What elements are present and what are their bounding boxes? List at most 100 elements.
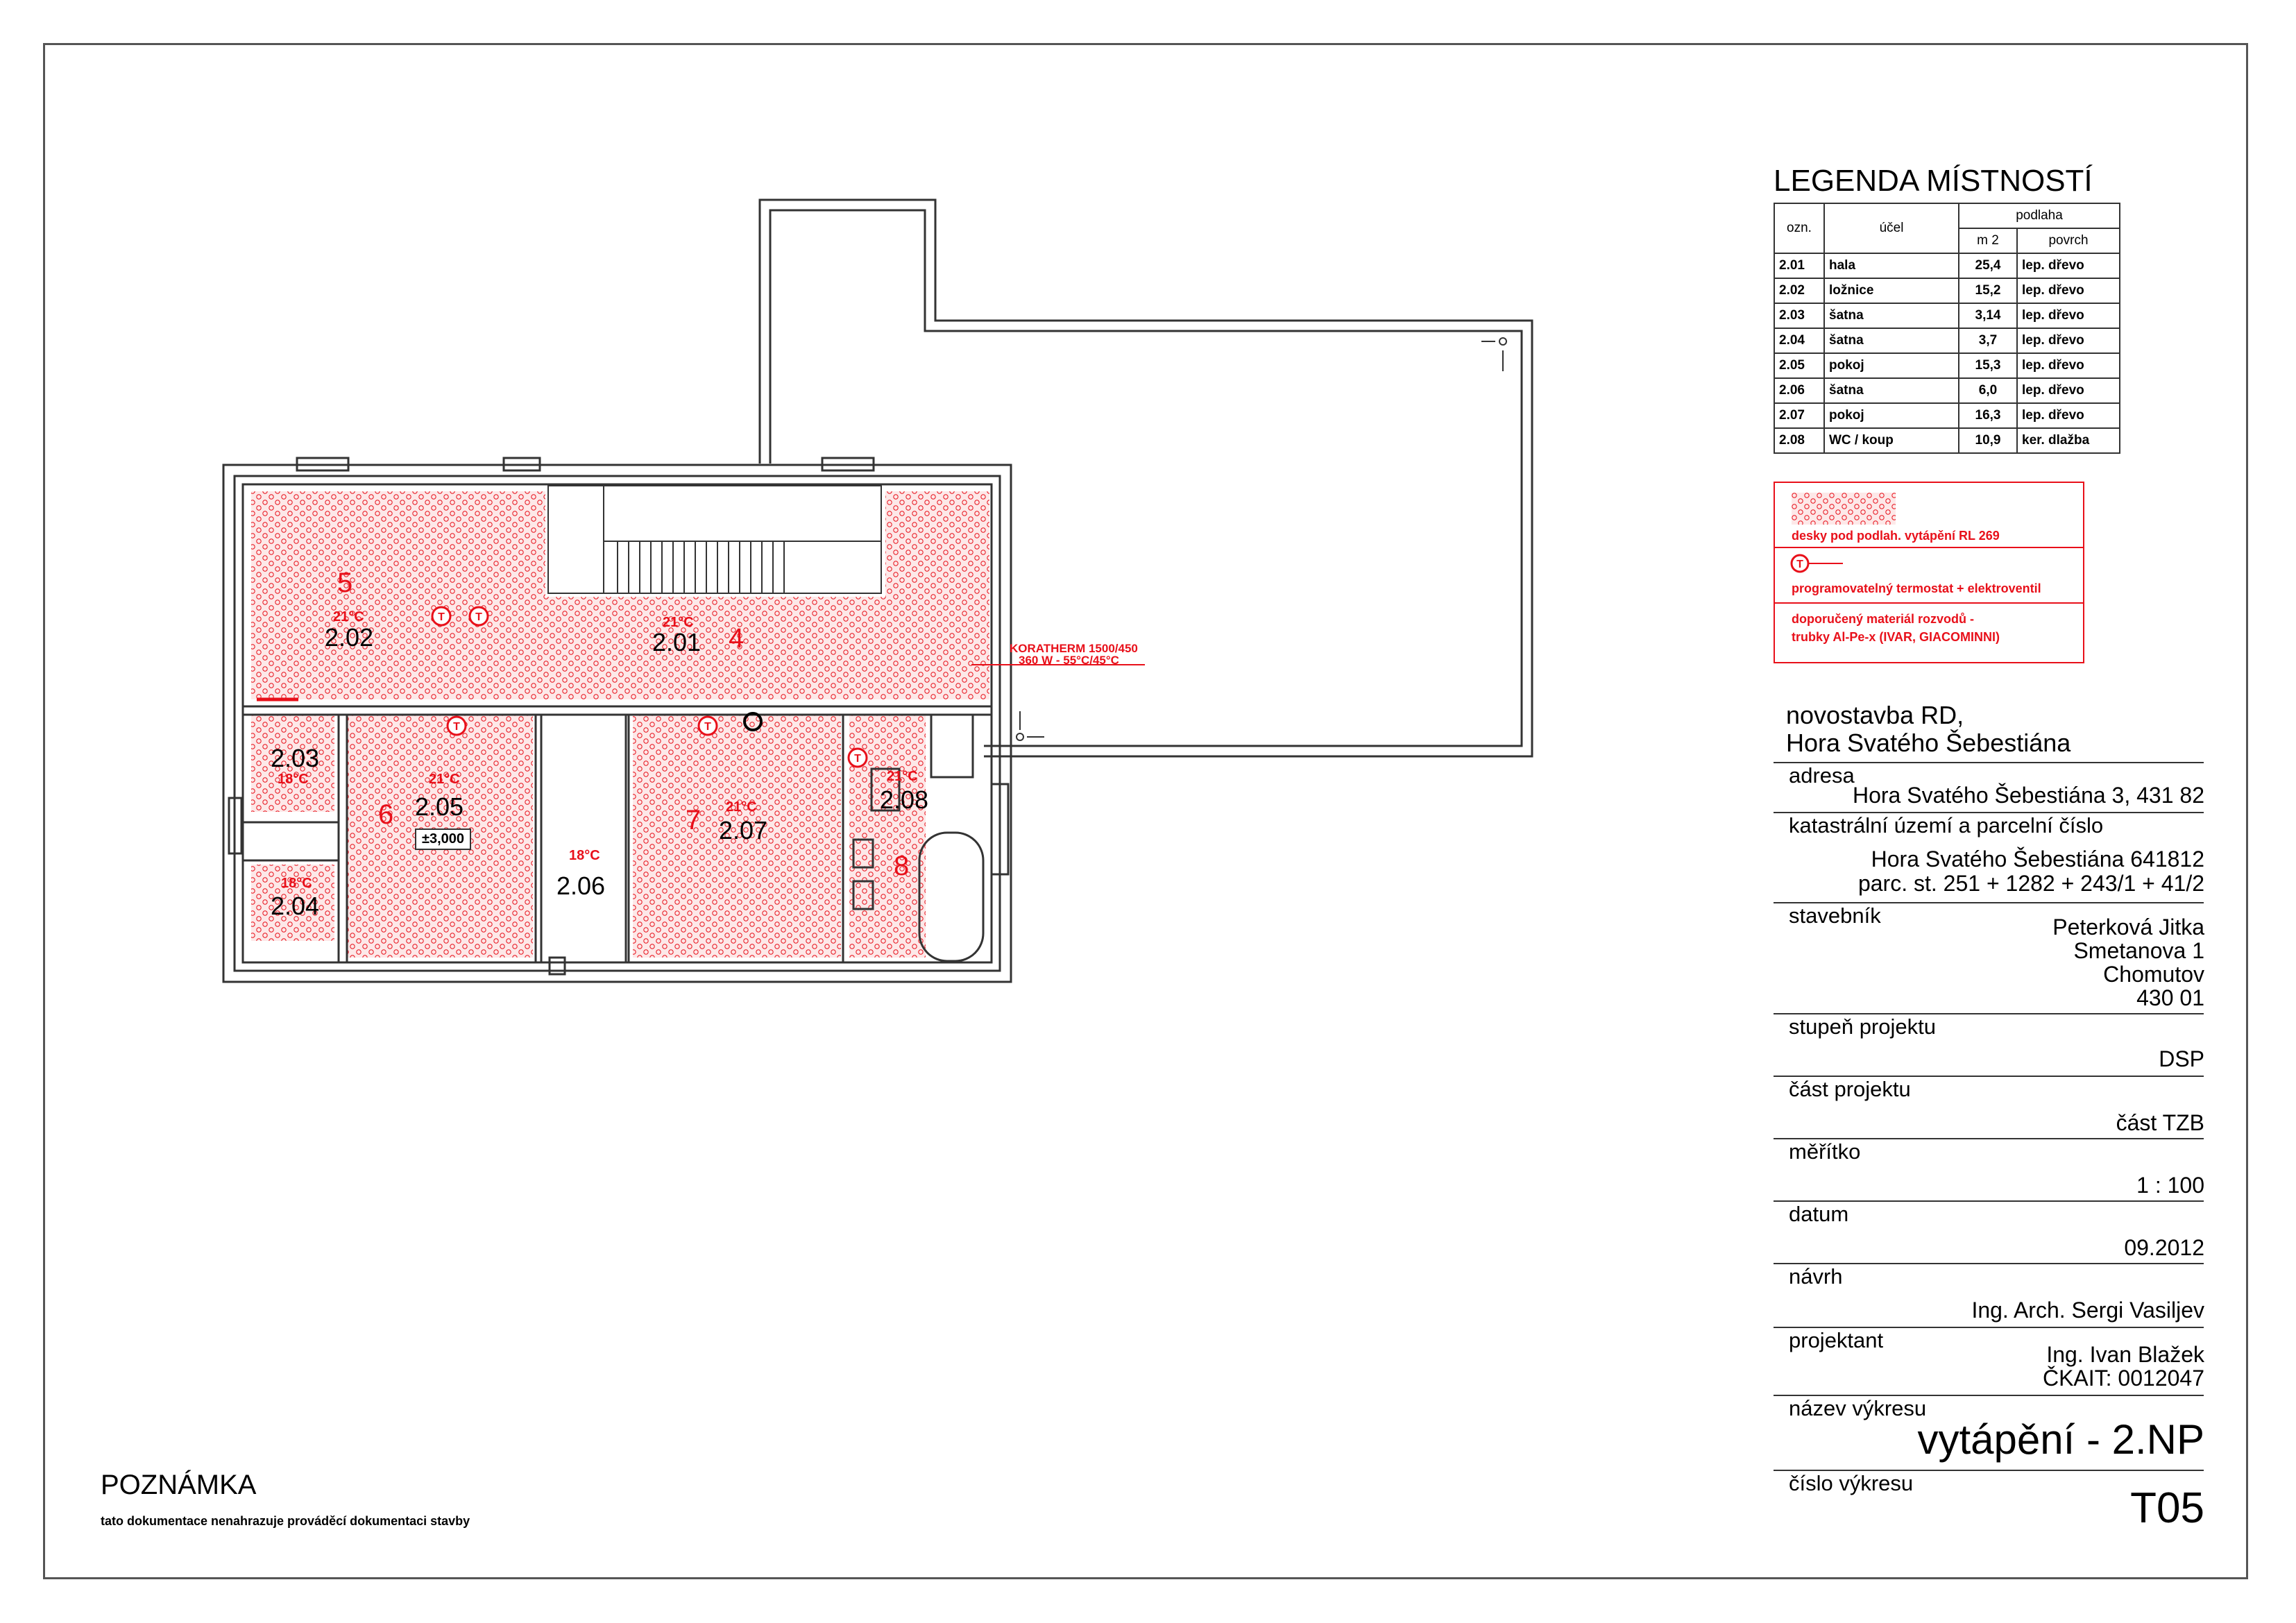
legend-cell-purpose: hala [1823,253,1959,279]
legend-title: LEGENDA MÍSTNOSTÍ [1774,164,2093,198]
staircase [547,485,882,594]
stair-steps [617,541,785,593]
drawing-frame [43,43,2248,1579]
terrace-drain-icons [1016,337,1507,741]
thermostat-icon: T [431,606,452,627]
scale-value: 1 : 100 [2136,1173,2204,1198]
design-label: návrh [1789,1264,1843,1289]
drawing-name-value: vytápění - 2.NP [1917,1416,2204,1463]
heating-key: desky pod podlah. vytápění RL 269 T prog… [1774,482,2084,663]
room-label-2.04: 2.04 [271,892,320,920]
project-name-1: novostavba RD, [1786,701,1964,729]
drawing-number-value: T05 [2130,1484,2204,1532]
legend-cell-id: 2.06 [1774,377,1825,404]
room-label-2.03: 2.03 [271,744,320,772]
room-temp-2.02: 21°C [333,609,364,624]
legend-cell-id: 2.07 [1774,402,1825,429]
room-temp-2.03: 18°C [278,772,309,787]
address-label: adresa [1789,763,1855,788]
key-material-line-1: doporučený materiál rozvodů - [1792,612,1975,626]
legend-cell-purpose: šatna [1823,377,1959,404]
legend-header-floor: podlaha [1958,203,2120,229]
drawing-name-label: název výkresu [1789,1396,1927,1420]
key-material-line-2: trubky Al-Pe-x (IVAR, GIACOMINNI) [1792,630,2000,644]
room-label-2.05: 2.05 [415,792,464,821]
legend-cell-id: 2.08 [1774,427,1825,454]
thermostat-icon: T [847,747,868,768]
legend-cell-purpose: šatna [1823,328,1959,354]
legend-cell-id: 2.01 [1774,253,1825,279]
legend-cell-area: 15,3 [1958,352,2018,379]
circuit-number-6: 6 [378,799,394,830]
design-value: Ing. Arch. Sergi Vasiljev [1971,1298,2204,1323]
builder-value-2: Smetanova 1 [2073,938,2204,963]
thermostat-symbol: T [438,611,445,623]
room-label-2.01: 2.01 [652,628,701,656]
legend-cell-surface: ker. dlažba [2016,427,2120,454]
thermostat-icon: T [697,715,718,736]
room-label-2.07: 2.07 [719,816,768,844]
key-thermostat-text: programovatelný termostat + elektroventi… [1792,581,2041,595]
radiator-marker [257,664,1145,731]
circuit-number-5: 5 [337,568,353,598]
legend-cell-purpose: pokoj [1823,352,1959,379]
legend-header-surface: povrch [2016,228,2120,254]
note-text: tato dokumentace nenahrazuje prováděcí d… [101,1514,470,1528]
legend-cell-area: 16,3 [1958,402,2018,429]
legend-cell-surface: lep. dřevo [2016,253,2120,279]
room-label-2.02: 2.02 [325,623,374,652]
radiator-label-2: 360 W - 55°C/45°C [1019,654,1119,667]
radiator-label-1: KORATHERM 1500/450 [1010,642,1138,655]
designer-value-2: ČKAIT: 0012047 [2042,1366,2204,1391]
room-temp-2.05: 21°C [429,772,460,787]
legend-cell-purpose: pokoj [1823,402,1959,429]
cadastre-value-1: Hora Svatého Šebestiána 641812 [1871,847,2204,872]
legend-header-area: m 2 [1958,228,2018,254]
legend-cell-area: 15,2 [1958,278,2018,304]
legend-cell-purpose: šatna [1823,303,1959,329]
address-value: Hora Svatého Šebestiána 3, 431 82 [1852,783,2204,808]
scale-label: měřítko [1789,1139,1861,1164]
stage-value: DSP [2159,1046,2204,1071]
room-temp-2.04: 18°C [281,876,312,891]
legend-cell-area: 6,0 [1958,377,2018,404]
drawing-number-label: číslo výkresu [1789,1471,1914,1495]
legend-cell-id: 2.04 [1774,328,1825,354]
room-temp-2.07: 21°C [726,799,757,815]
thermostat-icon: T [446,715,467,736]
builder-value-4: 430 01 [2136,985,2204,1010]
legend-cell-id: 2.05 [1774,352,1825,379]
legend-cell-purpose: WC / koup [1823,427,1959,454]
legend-cell-surface: lep. dřevo [2016,303,2120,329]
heating-pattern-icon [1792,493,1896,525]
legend-cell-purpose: ložnice [1823,278,1959,304]
legend-cell-surface: lep. dřevo [2016,402,2120,429]
cadastre-label: katastrální území a parcelní číslo [1789,813,2104,838]
circuit-number-7: 7 [686,805,701,835]
legend-cell-area: 3,14 [1958,303,2018,329]
room-label-2.08: 2.08 [880,785,929,814]
thermostat-symbol: T [704,721,711,733]
thermostat-symbol: T [453,721,460,733]
key-heating-text: desky pod podlah. vytápění RL 269 [1792,529,2000,543]
part-label: část projektu [1789,1077,1911,1101]
heated-floor-areas [251,491,989,958]
room-temp-2.08: 21°C [887,769,918,784]
legend-cell-surface: lep. dřevo [2016,377,2120,404]
terrace-outline [758,198,1533,758]
legend-cell-surface: lep. dřevo [2016,352,2120,379]
project-name-2: Hora Svatého Šebestiána [1786,729,2071,757]
legend-header-purpose: účel [1823,203,1959,254]
note-title: POZNÁMKA [101,1470,257,1500]
legend-cell-surface: lep. dřevo [2016,278,2120,304]
legend-cell-id: 2.02 [1774,278,1825,304]
